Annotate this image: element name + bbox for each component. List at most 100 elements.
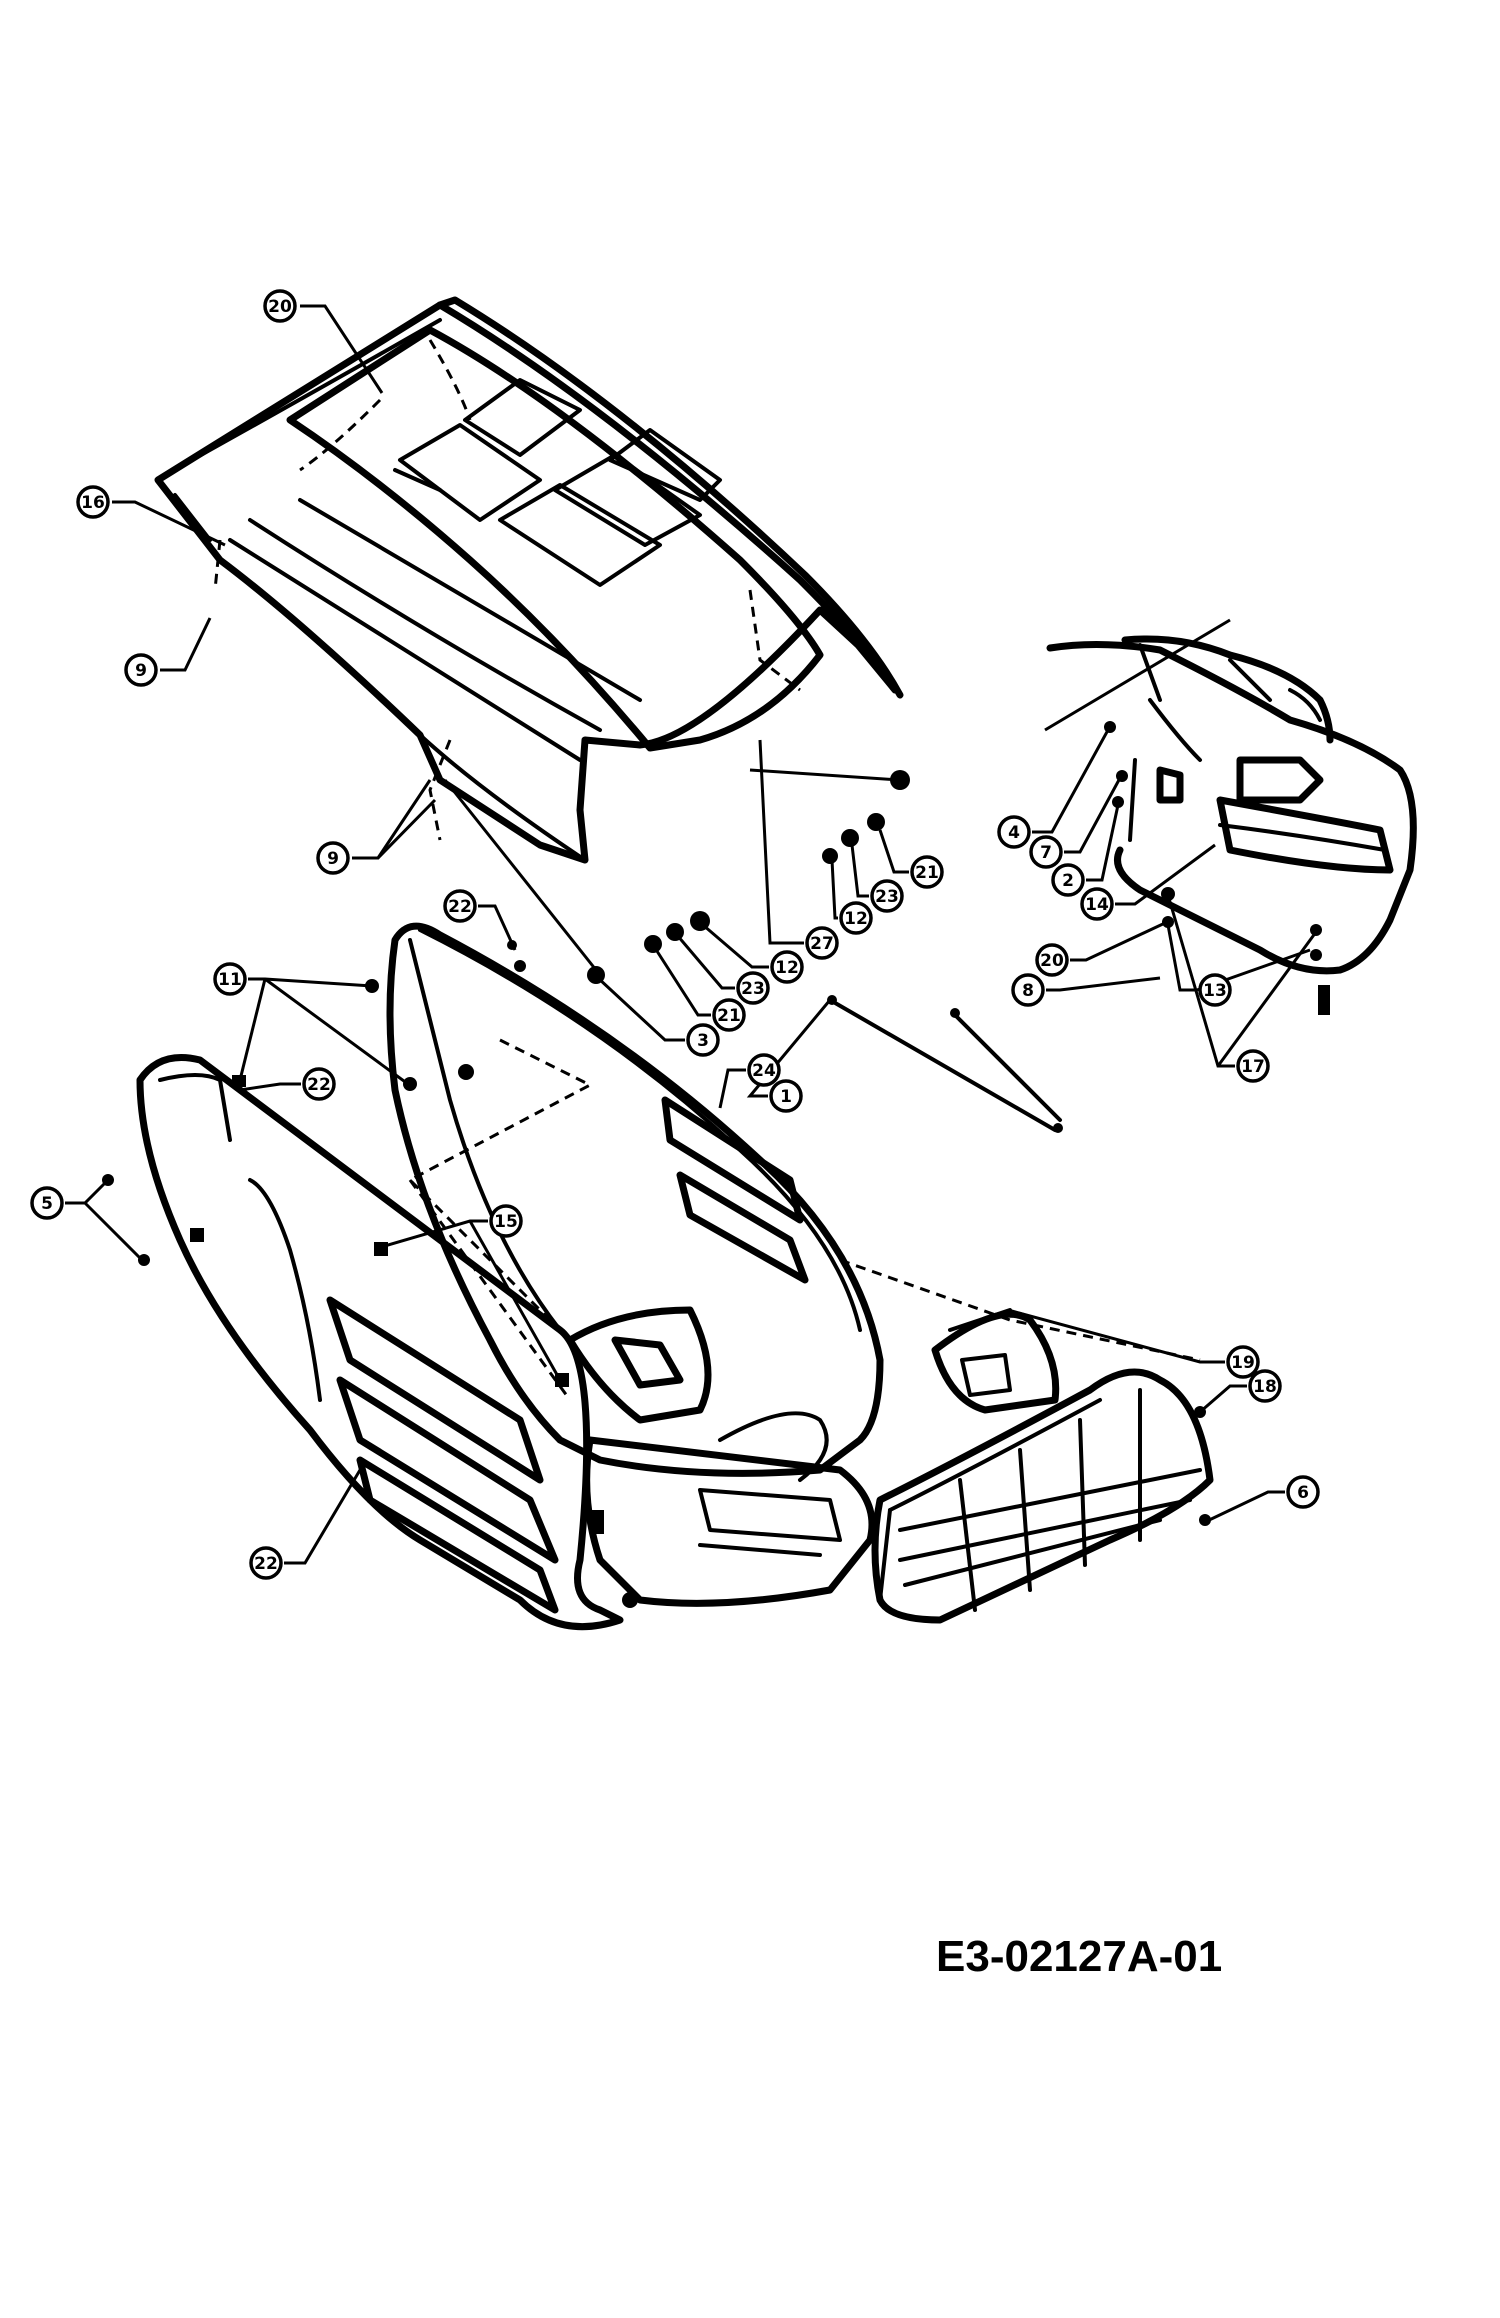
- callout-number: 27: [810, 934, 834, 954]
- callout-circle: [1035, 943, 1069, 977]
- callout-number: 4: [1008, 823, 1020, 843]
- callout-c-2-bracket: 2: [1051, 863, 1085, 897]
- callout-c-15: 15: [489, 1204, 523, 1238]
- callout-circle: [747, 1053, 781, 1087]
- callout-c-16-left: 16: [76, 485, 110, 519]
- callout-circle: [1286, 1475, 1320, 1509]
- callout-number: 19: [1231, 1353, 1255, 1373]
- callout-number: 21: [915, 863, 939, 883]
- callout-number: 9: [135, 661, 147, 681]
- callout-circle: [489, 1204, 523, 1238]
- callout-circle: [870, 879, 904, 913]
- callout-c-22-mid: 22: [302, 1067, 336, 1101]
- callout-c-14: 14: [1080, 887, 1114, 921]
- callout-number: 17: [1241, 1057, 1265, 1077]
- callout-circle: [997, 815, 1031, 849]
- drawing-number: E3-02127A-01: [936, 1932, 1223, 1981]
- callout-c-21-top: 21: [910, 855, 944, 889]
- callout-number: 20: [1040, 951, 1064, 971]
- callout-circle: [249, 1546, 283, 1580]
- callout-number: 15: [494, 1212, 518, 1232]
- callout-number: 7: [1040, 843, 1052, 863]
- callout-c-12-mid: 12: [770, 950, 804, 984]
- callout-number: 13: [1203, 981, 1227, 1001]
- callout-c-22-bottom: 22: [249, 1546, 283, 1580]
- callout-circle: [1248, 1369, 1282, 1403]
- callout-c-21-mid: 21: [712, 998, 746, 1032]
- callout-circle: [124, 653, 158, 687]
- callout-number: 24: [752, 1061, 776, 1081]
- callout-c-7: 7: [1029, 835, 1063, 869]
- callout-number: 2: [1062, 871, 1074, 891]
- callout-c-23-top: 23: [870, 879, 904, 913]
- dash-panel-assembly: [1044, 618, 1417, 1015]
- callout-number: 12: [844, 909, 868, 929]
- callout-number: 3: [697, 1031, 709, 1051]
- callout-number: 20: [268, 297, 292, 317]
- callout-number: 18: [1253, 1377, 1277, 1397]
- callout-circle: [805, 926, 839, 960]
- callout-circle: [910, 855, 944, 889]
- callout-number: 12: [775, 958, 799, 978]
- callout-circle: [686, 1023, 720, 1057]
- callout-number: 21: [717, 1006, 741, 1026]
- callout-c-5: 5: [30, 1186, 64, 1220]
- callout-number: 16: [81, 493, 105, 513]
- grille-assembly: [871, 1308, 1214, 1624]
- callout-circle: [1236, 1049, 1270, 1083]
- callout-c-9-left: 9: [124, 653, 158, 687]
- callout-number: 6: [1297, 1483, 1309, 1503]
- callout-c-27: 27: [805, 926, 839, 960]
- callout-circle: [1198, 973, 1232, 1007]
- callout-number: 22: [254, 1554, 278, 1574]
- callout-c-9-mid: 9: [316, 841, 350, 875]
- callout-circle: [302, 1067, 336, 1101]
- callout-c-6: 6: [1286, 1475, 1320, 1509]
- callout-c-8-right: 8: [1011, 973, 1045, 1007]
- callout-circle: [1011, 973, 1045, 1007]
- callout-circle: [443, 889, 477, 923]
- callout-circle: [213, 962, 247, 996]
- callout-c-3: 3: [686, 1023, 720, 1057]
- callout-number: 22: [448, 897, 472, 917]
- callout-circle: [316, 841, 350, 875]
- callout-circle: [712, 998, 746, 1032]
- callout-number: 14: [1085, 895, 1109, 915]
- callout-circle: [1051, 863, 1085, 897]
- callout-c-22-top: 22: [443, 889, 477, 923]
- callout-c-19: 19: [1226, 1345, 1260, 1379]
- callout-circle: [263, 289, 297, 323]
- callout-c-4: 4: [997, 815, 1031, 849]
- callout-number: 8: [1022, 981, 1034, 1001]
- callout-number: 11: [218, 970, 242, 990]
- callout-c-1: 1: [769, 1079, 803, 1113]
- callout-circle: [1226, 1345, 1260, 1379]
- callout-c-20-top: 20: [263, 289, 297, 323]
- callout-circle: [769, 1079, 803, 1113]
- callout-number: 1: [780, 1087, 792, 1107]
- callout-c-23-mid: 23: [736, 971, 770, 1005]
- callout-number: 23: [741, 979, 765, 999]
- front-body-assembly: [102, 922, 1201, 1631]
- callout-circle: [1080, 887, 1114, 921]
- callout-circle: [839, 901, 873, 935]
- callout-c-20-right: 20: [1035, 943, 1069, 977]
- callout-number: 9: [327, 849, 339, 869]
- callout-c-18: 18: [1248, 1369, 1282, 1403]
- callout-c-11: 11: [213, 962, 247, 996]
- callout-c-24: 24: [747, 1053, 781, 1087]
- callout-number: 5: [41, 1194, 53, 1214]
- hood-assembly: [154, 296, 904, 864]
- callout-c-17: 17: [1236, 1049, 1270, 1083]
- callout-number: 23: [875, 887, 899, 907]
- hood-prop-rod: [443, 768, 1063, 1133]
- callout-circle: [1029, 835, 1063, 869]
- callout-circle: [770, 950, 804, 984]
- callout-number: 22: [307, 1075, 331, 1095]
- callout-c-12-top: 12: [839, 901, 873, 935]
- callout-circle: [30, 1186, 64, 1220]
- callout-circle: [736, 971, 770, 1005]
- callout-circle: [76, 485, 110, 519]
